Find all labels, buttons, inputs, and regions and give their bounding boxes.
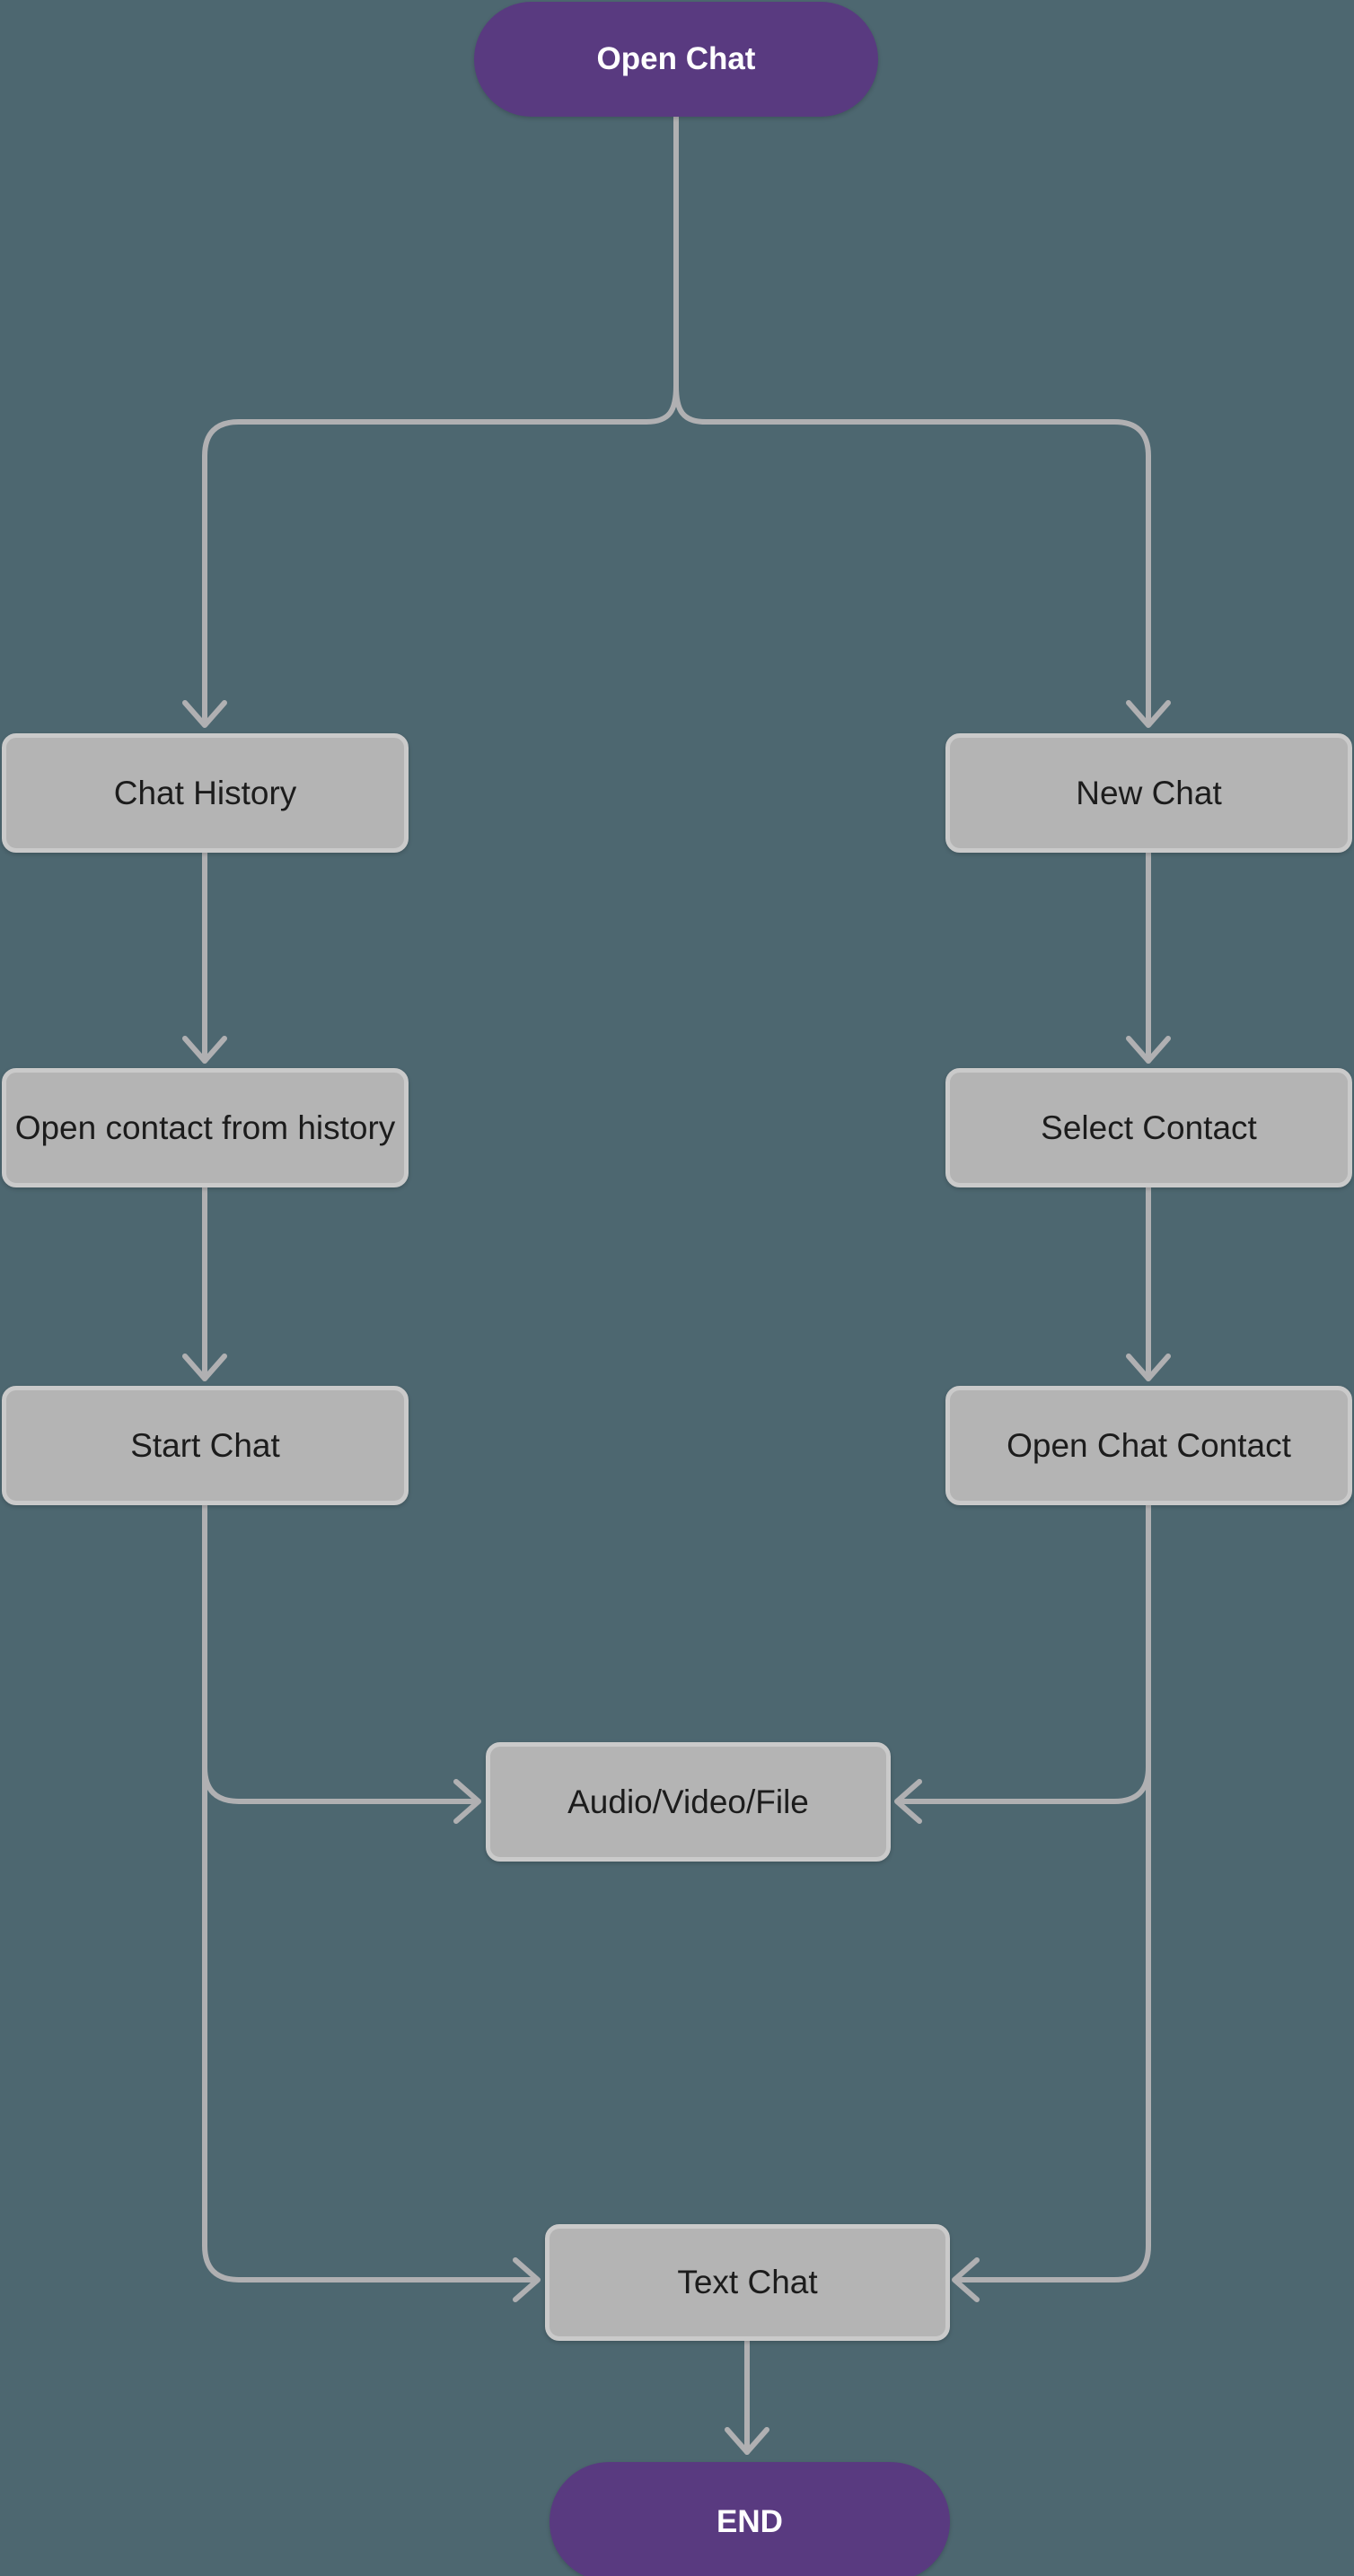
edge-start-chat-to-text-chat: [202, 1503, 539, 2282]
arrowhead-into-open-chat-contact: [1126, 1354, 1171, 1381]
node-open-contact-from-history: Open contact from history: [2, 1068, 409, 1187]
node-select-contact: Select Contact: [945, 1068, 1352, 1187]
node-text-chat-label: Text Chat: [677, 2264, 818, 2300]
node-end: END: [550, 2462, 950, 2576]
node-open-chat-contact: Open Chat Contact: [945, 1386, 1352, 1505]
node-open-chat-label: Open Chat: [596, 41, 756, 76]
node-text-chat: Text Chat: [545, 2224, 950, 2341]
arrowhead-into-chat-history: [182, 700, 227, 728]
arrowhead-into-text-chat-left: [513, 2257, 541, 2302]
node-new-chat: New Chat: [945, 733, 1352, 853]
node-end-label: END: [717, 2503, 783, 2539]
node-start-chat: Start Chat: [2, 1386, 409, 1505]
arrowhead-into-new-chat: [1126, 700, 1171, 728]
node-new-chat-label: New Chat: [1076, 774, 1222, 811]
node-start-chat-label: Start Chat: [130, 1426, 280, 1464]
edge-open-chat-to-chat-history: [202, 114, 679, 726]
node-select-contact-label: Select Contact: [1041, 1108, 1257, 1146]
arrowhead-into-audio-video-file-left: [453, 1779, 481, 1824]
arrowhead-into-audio-video-file-right: [894, 1779, 922, 1824]
node-open-chat-contact-label: Open Chat Contact: [1007, 1426, 1291, 1464]
edge-open-chat-contact-to-text-chat: [954, 1503, 1151, 2282]
node-open-contact-from-history-label: Open contact from history: [14, 1108, 396, 1146]
arrowhead-into-end: [725, 2427, 769, 2455]
arrowhead-into-open-contact: [182, 1036, 227, 1064]
node-open-chat: Open Chat: [474, 2, 878, 117]
node-chat-history-label: Chat History: [113, 774, 297, 811]
arrowhead-into-text-chat-right: [952, 2257, 980, 2302]
node-chat-history: Chat History: [2, 733, 409, 853]
edge-open-chat-to-new-chat: [673, 114, 1151, 726]
node-audio-video-file: Audio/Video/File: [486, 1742, 891, 1862]
edge-open-chat-contact-to-audio-video-file: [896, 1503, 1151, 1804]
edge-start-chat-to-audio-video-file: [202, 1503, 479, 1804]
arrowhead-into-select-contact: [1126, 1036, 1171, 1064]
node-audio-video-file-label: Audio/Video/File: [567, 1783, 809, 1820]
arrowhead-into-start-chat: [182, 1354, 227, 1381]
